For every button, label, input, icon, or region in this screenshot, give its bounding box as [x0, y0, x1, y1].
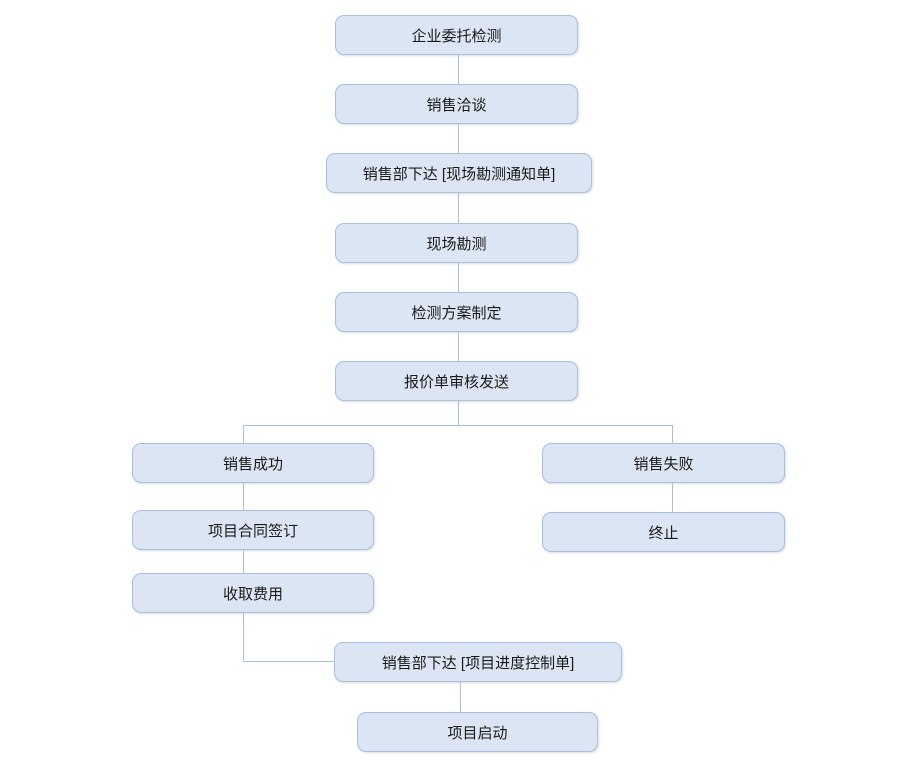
node-label: 企业委托检测 [411, 27, 502, 45]
node-label: 销售部下达 [现场勘测通知单] [362, 165, 556, 183]
connector-line [243, 613, 244, 661]
flow-node-sales-failure: 销售失败 [542, 443, 785, 483]
connector-line [672, 425, 673, 443]
node-label: 销售失败 [633, 455, 694, 473]
flow-node-site-survey: 现场勘测 [335, 223, 578, 263]
flow-node-contract-signing: 项目合同签订 [132, 510, 374, 550]
flow-node-terminate: 终止 [542, 512, 785, 552]
node-label: 收取费用 [222, 585, 283, 603]
node-label: 项目合同签订 [207, 522, 298, 540]
connector-branch-line [243, 425, 673, 426]
flow-node-sales-success: 销售成功 [132, 443, 374, 483]
node-label: 现场勘测 [426, 235, 487, 253]
node-label: 销售洽谈 [426, 96, 487, 114]
connector-line [243, 483, 244, 510]
flow-node-survey-notice: 销售部下达 [现场勘测通知单] [326, 153, 592, 193]
connector-line [243, 550, 244, 573]
connector-elbow-line [243, 661, 334, 662]
flow-node-sales-negotiation: 销售洽谈 [335, 84, 578, 124]
connector-line [458, 124, 459, 153]
node-label: 项目启动 [447, 724, 508, 742]
flow-node-collect-fee: 收取费用 [132, 573, 374, 613]
flow-node-project-start: 项目启动 [357, 712, 598, 752]
connector-line [458, 263, 459, 292]
connector-line [243, 425, 244, 443]
node-label: 报价单审核发送 [403, 373, 509, 391]
flow-node-enterprise-commission: 企业委托检测 [335, 15, 578, 55]
connector-line [458, 55, 459, 84]
flow-node-quotation-review: 报价单审核发送 [335, 361, 578, 401]
node-label: 销售部下达 [项目进度控制单] [381, 654, 575, 672]
connector-line [460, 682, 461, 712]
node-label: 终止 [648, 524, 679, 542]
node-label: 销售成功 [222, 455, 283, 473]
connector-line [458, 332, 459, 361]
node-label: 检测方案制定 [411, 304, 502, 322]
connector-line [458, 401, 459, 425]
flow-node-test-plan: 检测方案制定 [335, 292, 578, 332]
connector-line [672, 483, 673, 512]
connector-line [458, 193, 459, 223]
flow-node-progress-control: 销售部下达 [项目进度控制单] [334, 642, 622, 682]
